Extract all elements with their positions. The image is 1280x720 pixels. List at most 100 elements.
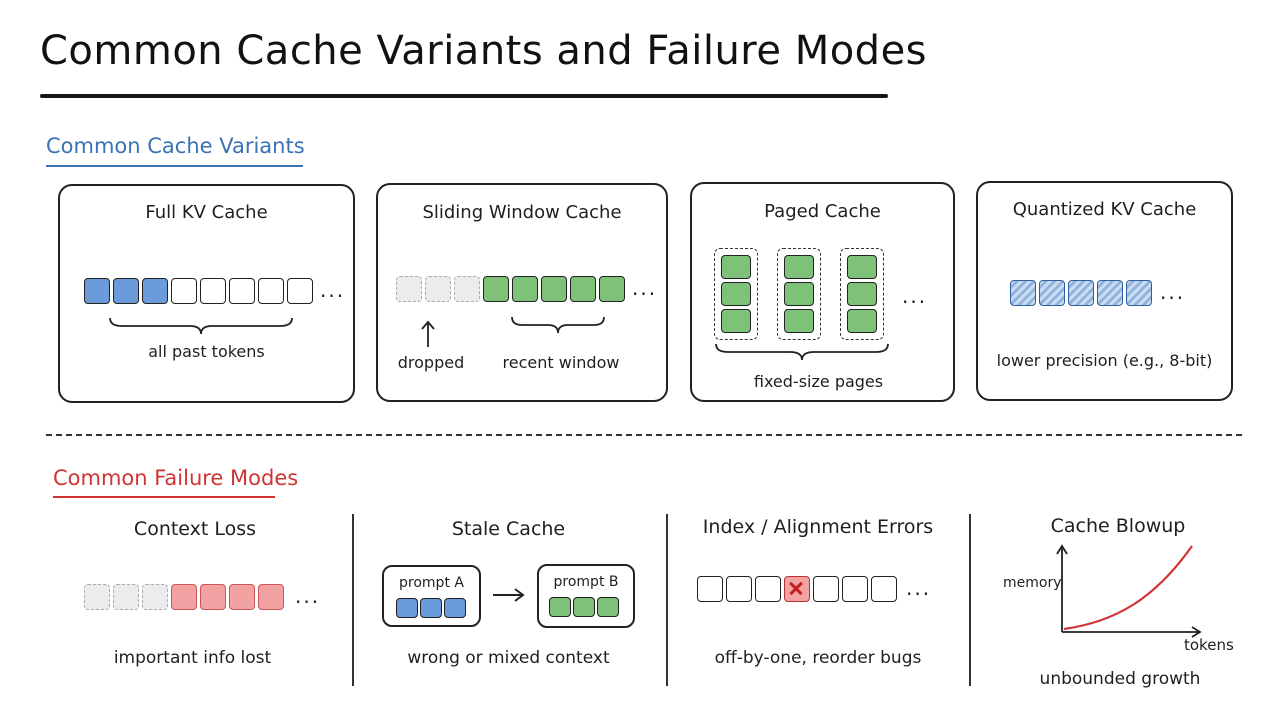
panel-sliding-window-cache: Sliding Window Cache ... dropped recent … bbox=[376, 183, 668, 402]
page-cell bbox=[721, 309, 751, 333]
cache-page bbox=[840, 248, 884, 340]
caption-dropped: dropped bbox=[397, 353, 465, 372]
prompt-a-label: prompt A bbox=[399, 575, 464, 591]
brace-all-tokens bbox=[109, 317, 293, 335]
y-axis bbox=[1056, 544, 1068, 632]
failures-section-underline bbox=[53, 496, 275, 498]
x-axis-label-tokens: tokens bbox=[1184, 636, 1234, 654]
caption-wrong-mixed-context: wrong or mixed context bbox=[407, 648, 610, 668]
panel-title-quantized: Quantized KV Cache bbox=[1012, 199, 1197, 220]
token-cell-dropped bbox=[425, 276, 451, 302]
token-cell-quantized bbox=[1126, 280, 1152, 306]
token-cell-empty bbox=[726, 576, 752, 602]
y-axis-label-memory: memory bbox=[1003, 575, 1062, 591]
cache-page bbox=[714, 248, 758, 340]
token-cell-window bbox=[573, 597, 595, 617]
right-arrow-icon bbox=[493, 588, 525, 602]
caption-all-past-tokens: all past tokens bbox=[148, 342, 265, 361]
variants-section-underline bbox=[46, 165, 303, 167]
prompt-b-box: prompt B bbox=[537, 564, 635, 628]
token-cell-empty bbox=[171, 278, 197, 304]
x-axis bbox=[1062, 626, 1202, 638]
token-cell-empty bbox=[755, 576, 781, 602]
caption-unbounded-growth: unbounded growth bbox=[1039, 669, 1201, 689]
token-cell-lost bbox=[171, 584, 197, 610]
token-cell-window bbox=[512, 276, 538, 302]
failure-title-index-alignment: Index / Alignment Errors bbox=[702, 516, 934, 538]
token-cell-empty bbox=[813, 576, 839, 602]
token-cell-empty bbox=[287, 278, 313, 304]
token-cell-window bbox=[549, 597, 571, 617]
token-cell-dropped bbox=[454, 276, 480, 302]
up-arrow-icon bbox=[421, 320, 435, 347]
token-cell-quantized bbox=[1068, 280, 1094, 306]
cache-blowup-graph bbox=[1056, 544, 1202, 638]
panel-quantized-kv-cache: Quantized KV Cache ... lower precision (… bbox=[976, 181, 1233, 401]
title-underline bbox=[40, 94, 888, 98]
panel-title-sliding-window: Sliding Window Cache bbox=[422, 202, 622, 223]
panel-title-full-kv: Full KV Cache bbox=[145, 202, 268, 223]
token-cell-filled bbox=[113, 278, 139, 304]
ellipsis: ... bbox=[902, 284, 928, 308]
panel-paged-cache: Paged Cache ... fixed-size pages bbox=[690, 182, 955, 402]
failures-section-title: Common Failure Modes bbox=[53, 466, 299, 490]
ellipsis: ... bbox=[295, 584, 321, 608]
page-title: Common Cache Variants and Failure Modes bbox=[40, 28, 928, 74]
token-cell-quantized bbox=[1097, 280, 1123, 306]
token-cell-lost bbox=[200, 584, 226, 610]
error-x-icon bbox=[784, 576, 810, 602]
caption-important-info-lost: important info lost bbox=[113, 648, 272, 668]
page-cell bbox=[784, 255, 814, 279]
token-cell-window bbox=[597, 597, 619, 617]
token-cell-empty bbox=[871, 576, 897, 602]
token-cell-dropped bbox=[113, 584, 139, 610]
token-cell-empty bbox=[697, 576, 723, 602]
prompt-b-token-row bbox=[549, 597, 619, 617]
token-cell-quantized bbox=[1039, 280, 1065, 306]
full-kv-token-row bbox=[84, 278, 313, 304]
caption-lower-precision: lower precision (e.g., 8-bit) bbox=[996, 351, 1213, 370]
section-divider bbox=[46, 434, 1242, 436]
token-cell-window bbox=[483, 276, 509, 302]
page-cell bbox=[784, 309, 814, 333]
index-error-token-row bbox=[697, 576, 897, 602]
token-cell-dropped bbox=[396, 276, 422, 302]
prompt-b-label: prompt B bbox=[553, 574, 619, 590]
panel-full-kv-cache: Full KV Cache ... all past tokens bbox=[58, 184, 355, 403]
page-cell bbox=[784, 282, 814, 306]
page-cell bbox=[721, 255, 751, 279]
column-divider bbox=[352, 514, 354, 686]
token-cell-quantized bbox=[1010, 280, 1036, 306]
token-cell-window bbox=[541, 276, 567, 302]
failure-title-stale-cache: Stale Cache bbox=[451, 518, 566, 540]
token-cell-dropped bbox=[84, 584, 110, 610]
brace-fixed-size-pages bbox=[715, 343, 889, 361]
panel-title-paged: Paged Cache bbox=[764, 201, 881, 222]
quantized-token-row bbox=[1010, 280, 1152, 306]
ellipsis: ... bbox=[1160, 280, 1186, 304]
page-cell bbox=[847, 282, 877, 306]
cache-page bbox=[777, 248, 821, 340]
token-cell-filled bbox=[444, 598, 466, 618]
token-cell-empty bbox=[229, 278, 255, 304]
prompt-a-box: prompt A bbox=[382, 565, 481, 627]
token-cell-empty bbox=[842, 576, 868, 602]
page-cell bbox=[721, 282, 751, 306]
token-cell-filled bbox=[420, 598, 442, 618]
caption-off-by-one: off-by-one, reorder bugs bbox=[714, 648, 922, 668]
ellipsis: ... bbox=[906, 576, 932, 600]
token-cell-empty bbox=[258, 278, 284, 304]
token-cell-empty bbox=[200, 278, 226, 304]
growth-curve bbox=[1063, 545, 1193, 631]
context-loss-token-row bbox=[84, 584, 284, 610]
caption-recent-window: recent window bbox=[502, 353, 620, 372]
prompt-a-token-row bbox=[396, 598, 466, 618]
caption-fixed-size-pages: fixed-size pages bbox=[753, 372, 884, 391]
token-cell-filled bbox=[396, 598, 418, 618]
token-cell-window bbox=[599, 276, 625, 302]
token-cell-window bbox=[570, 276, 596, 302]
sliding-window-token-row bbox=[396, 276, 625, 302]
column-divider bbox=[666, 514, 668, 686]
variants-section-title: Common Cache Variants bbox=[46, 134, 305, 158]
ellipsis: ... bbox=[632, 276, 658, 300]
